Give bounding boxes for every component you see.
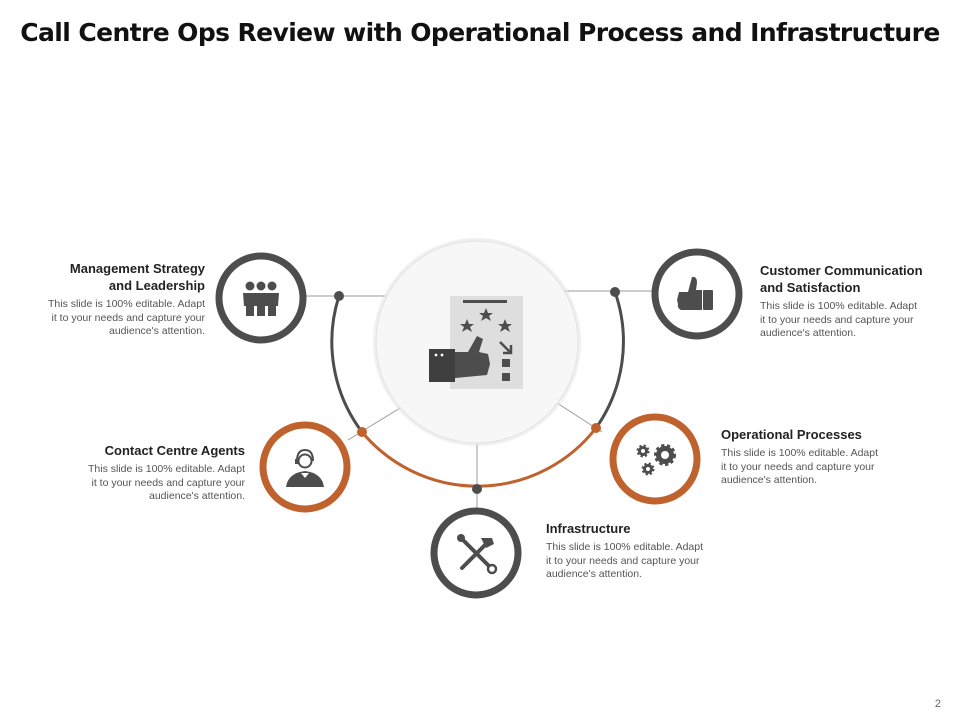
connector-dot (472, 484, 482, 494)
connector-dot (591, 423, 601, 433)
headset-agent-icon (286, 448, 324, 487)
heading-line: and Leadership (108, 278, 205, 293)
description-line: it to your needs and capture your (51, 311, 205, 324)
description-line: This slide is 100% editable. Adapt (546, 541, 704, 553)
description: This slide is 100% editable. Adapt it to… (546, 541, 746, 582)
label-customer: Customer Communication and Satisfaction … (760, 262, 950, 341)
heading-line: Customer Communication (760, 263, 923, 278)
arc-dark-right (594, 291, 625, 429)
description-line: audience's attention. (109, 325, 205, 337)
tools-icon (457, 534, 498, 575)
connector-dot (357, 427, 367, 437)
description-line: This slide is 100% editable. Adapt (760, 300, 918, 312)
connector-lines (300, 290, 655, 510)
arc-dark-left (330, 295, 364, 433)
heading-line: Infrastructure (546, 521, 631, 536)
connector-dot (334, 291, 344, 301)
description-line: it to your needs and capture your (546, 554, 700, 567)
page-number: 2 (934, 698, 941, 710)
heading-line: Operational Processes (721, 427, 862, 442)
label-agents: Contact Centre Agents This slide is 100%… (40, 442, 245, 504)
node-management-circle (215, 252, 307, 344)
description-line: audience's attention. (149, 490, 245, 502)
connector-dot (610, 287, 620, 297)
node-operational-circle (609, 413, 701, 505)
thumbs-up-icon (677, 276, 713, 310)
description-line: it to your needs and capture your (91, 476, 245, 489)
node-agents-circle (259, 421, 351, 513)
description-line: audience's attention. (760, 327, 856, 339)
label-operational: Operational Processes This slide is 100%… (721, 426, 921, 488)
description: This slide is 100% editable. Adapt it to… (721, 447, 921, 488)
description-line: it to your needs and capture your (721, 460, 875, 473)
label-management: Management Strategy and Leadership This … (18, 260, 205, 339)
people-group-icon (243, 281, 279, 316)
slide-title: Call Centre Ops Review with Operational … (20, 18, 940, 47)
description-line: This slide is 100% editable. Adapt (47, 298, 205, 310)
description: This slide is 100% editable. Adapt it to… (40, 463, 245, 504)
description: This slide is 100% editable. Adapt it to… (18, 298, 205, 339)
description-line: audience's attention. (721, 474, 817, 486)
heading-line: Management Strategy (69, 261, 205, 276)
feedback-rating-icon (429, 296, 523, 389)
node-infrastructure-circle (430, 507, 522, 599)
center-hub (373, 238, 581, 446)
label-infrastructure: Infrastructure This slide is 100% editab… (546, 520, 746, 582)
description-line: This slide is 100% editable. Adapt (721, 447, 879, 459)
description: This slide is 100% editable. Adapt it to… (760, 300, 950, 341)
heading-line: Contact Centre Agents (104, 443, 245, 458)
description-line: it to your needs and capture your (760, 313, 914, 326)
heading-line: and Satisfaction (760, 280, 861, 295)
gears-icon (636, 444, 676, 476)
description-line: This slide is 100% editable. Adapt (87, 463, 245, 475)
description-line: audience's attention. (546, 568, 642, 580)
node-customer-circle (651, 248, 743, 340)
